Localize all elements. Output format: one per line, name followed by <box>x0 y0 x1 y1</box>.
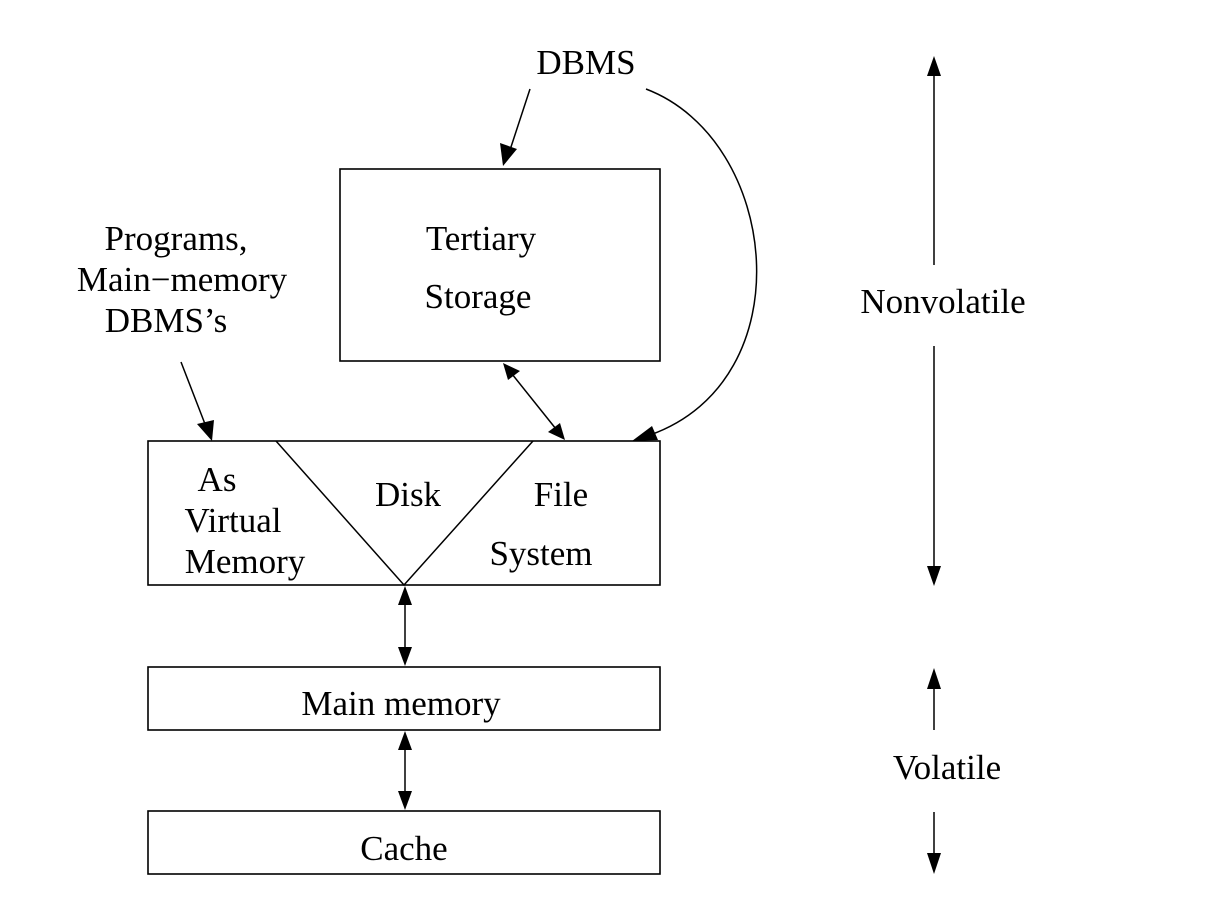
programs-label-line3: DBMS’s <box>105 301 228 340</box>
virtual-memory-label-line1: As <box>198 460 237 499</box>
programs-to-disk-arrowhead <box>197 420 214 441</box>
disk-label: Disk <box>375 475 442 514</box>
tertiary-disk-arrowhead-down <box>548 423 565 440</box>
volatile-range-arrowhead-up <box>927 668 941 689</box>
tertiary-storage-box <box>339 168 661 362</box>
disk-main-memory-arrowhead-down <box>398 647 412 666</box>
dbms-to-disk-arrowhead <box>632 426 658 441</box>
dbms-to-tertiary-arrowhead <box>500 143 517 166</box>
main-memory-cache-arrowhead-down <box>398 791 412 810</box>
programs-to-disk-arrow <box>180 361 206 425</box>
volatile-label: Volatile <box>893 748 1001 787</box>
dbms-to-tertiary-arrow <box>509 88 531 151</box>
tertiary-label-line2: Storage <box>425 277 532 316</box>
cache-label: Cache <box>360 829 447 868</box>
nonvolatile-range-arrowhead-up <box>927 56 941 76</box>
disk-main-memory-arrowhead-up <box>398 586 412 605</box>
main-memory-label: Main memory <box>301 684 501 723</box>
programs-label-line2: Main−memory <box>77 260 288 299</box>
file-system-label-line2: System <box>489 534 592 573</box>
tertiary-disk-arrowhead-up <box>503 363 520 380</box>
virtual-memory-label-line2: Virtual <box>184 501 281 540</box>
main-memory-box <box>147 666 661 731</box>
cache-box <box>147 810 661 875</box>
tertiary-disk-arrow <box>511 373 557 430</box>
dbms-to-disk-curve <box>645 88 758 436</box>
disk-v-divider <box>275 440 534 587</box>
file-system-label-line1: File <box>534 475 588 514</box>
tertiary-label-line1: Tertiary <box>426 219 537 258</box>
virtual-memory-label-line3: Memory <box>185 542 306 581</box>
volatile-range-arrowhead-down <box>927 853 941 874</box>
dbms-label: DBMS <box>536 43 635 82</box>
main-memory-cache-arrowhead-up <box>398 731 412 750</box>
programs-label-line1: Programs, <box>105 219 248 258</box>
nonvolatile-range-arrowhead-down <box>927 566 941 586</box>
nonvolatile-label: Nonvolatile <box>860 282 1025 321</box>
